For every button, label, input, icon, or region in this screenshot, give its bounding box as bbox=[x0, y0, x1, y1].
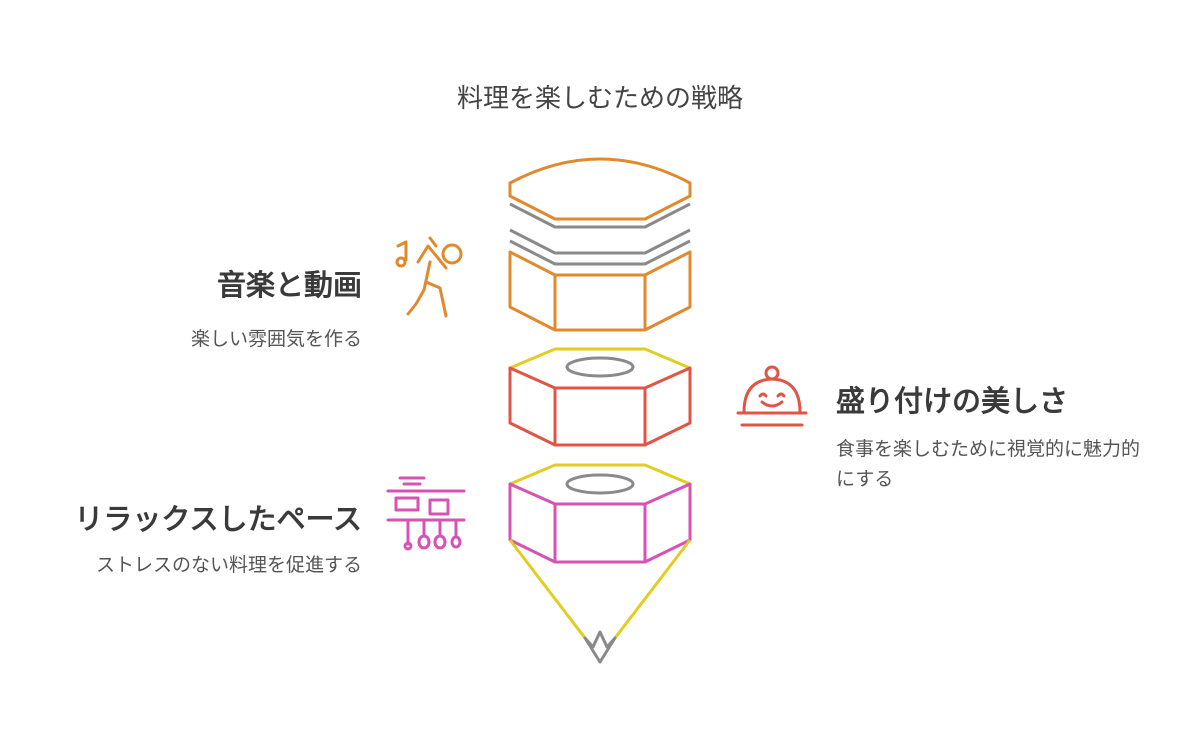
pencil-eraser-segment bbox=[508, 157, 692, 332]
kitchen-shelf-utensils-icon bbox=[386, 476, 466, 551]
section-description-music: 楽しい雰囲気を作る bbox=[190, 328, 362, 350]
smiling-cloche-icon bbox=[736, 365, 808, 427]
pencil-tip bbox=[508, 539, 692, 664]
section-heading-pace: リラックスしたペース bbox=[74, 502, 362, 536]
music-dancing-person-icon bbox=[395, 236, 463, 318]
section-heading-music: 音楽と動画 bbox=[216, 268, 362, 302]
section-heading-plating: 盛り付けの美しさ bbox=[836, 384, 1069, 418]
section-description-plating: 食事を楽しむために視覚的に魅力的にする bbox=[836, 438, 1141, 490]
pencil-middle-segment bbox=[508, 347, 692, 447]
diagram-title: 料理を楽しむための戦略 bbox=[456, 84, 743, 114]
section-description-pace: ストレスのない料理を促進する bbox=[95, 554, 362, 576]
pencil-lower-segment bbox=[508, 463, 692, 564]
